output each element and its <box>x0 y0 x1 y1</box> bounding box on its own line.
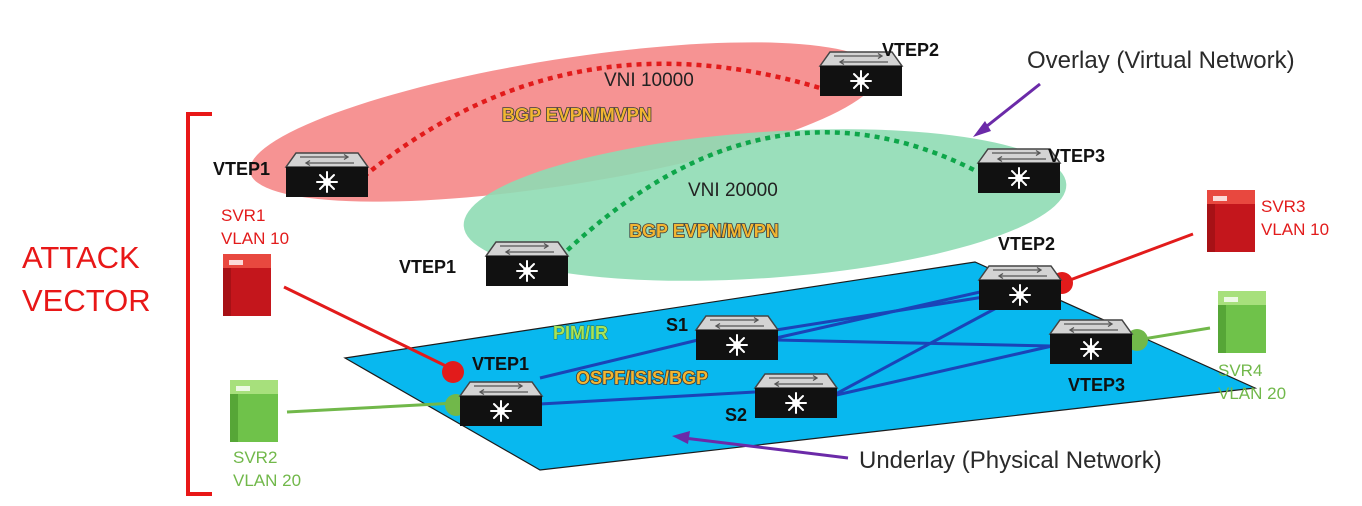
svr2-cable <box>286 401 457 414</box>
underlay-arrowhead <box>672 431 690 444</box>
svr3-name: SVR3 <box>1261 197 1305 216</box>
switch-icon-overlay-vtep1-red <box>285 152 369 198</box>
overlay-arrow <box>981 82 1041 132</box>
svr4-cable <box>1136 326 1211 342</box>
svr1-name: SVR1 <box>221 206 265 225</box>
vni20000-vtep1-label: VTEP1 <box>399 257 456 277</box>
underlay-vtep2-label: VTEP2 <box>998 234 1055 254</box>
overlay-arrowhead <box>973 121 991 137</box>
attack-vector-line2: VECTOR <box>22 283 151 318</box>
vni20000-protocol-label: BGP EVPN/MVPN <box>629 221 779 241</box>
underlay-plane <box>343 261 1258 471</box>
vni10000-vtep1-label: VTEP1 <box>213 159 270 179</box>
underlay-vtep1-label: VTEP1 <box>472 354 529 374</box>
attack-vector-bracket <box>186 112 212 496</box>
switch-icon-underlay-s1 <box>695 315 779 361</box>
server-icon-svr3 <box>1207 190 1255 252</box>
svr1-vlan: VLAN 10 <box>221 229 289 248</box>
server-icon-svr1 <box>223 254 271 316</box>
underlay-s1-label: S1 <box>666 315 688 335</box>
vni10000-protocol-label: BGP EVPN/MVPN <box>502 105 652 125</box>
underlay-s2-label: S2 <box>725 405 747 425</box>
svr1-cable <box>283 285 451 370</box>
svr4-vlan: VLAN 20 <box>1218 384 1286 403</box>
vni20000-vtep3-label: VTEP3 <box>1048 146 1105 166</box>
switch-icon-underlay-s2 <box>754 373 838 419</box>
vni20000-tunnel <box>551 130 980 266</box>
vni10000-tunnel <box>354 61 821 185</box>
switch-icon-overlay-vtep1-green <box>485 241 569 287</box>
vni10000-vtep2-label: VTEP2 <box>882 40 939 60</box>
server-icon-svr2 <box>230 380 278 442</box>
switch-icon-underlay-vtep1 <box>459 381 543 427</box>
svr2-name: SVR2 <box>233 448 277 467</box>
underlay-arrow <box>683 436 849 460</box>
svr3-cable <box>1061 232 1194 285</box>
switch-icon-underlay-vtep3 <box>1049 319 1133 365</box>
underlay-links <box>539 290 1053 406</box>
attack-vector-line1: ATTACK <box>22 240 140 275</box>
vni10000-label: VNI 10000 <box>604 70 694 91</box>
svr4-name: SVR4 <box>1218 361 1262 380</box>
routing-protocol-label: OSPF/ISIS/BGP <box>576 368 708 388</box>
overlay-label: Overlay (Virtual Network) <box>1027 47 1295 74</box>
svr2-vlan: VLAN 20 <box>233 471 301 490</box>
svr1-attach-dot <box>442 361 464 383</box>
svr3-vlan: VLAN 10 <box>1261 220 1329 239</box>
overlay-vni10000-ellipse <box>249 42 879 202</box>
server-icon-svr4 <box>1218 291 1266 353</box>
underlay-vtep3-label: VTEP3 <box>1068 375 1125 395</box>
pim-ir-label: PIM/IR <box>553 323 608 343</box>
underlay-label: Underlay (Physical Network) <box>859 447 1162 474</box>
overlay-vni20000-ellipse <box>463 129 1067 281</box>
vni20000-label: VNI 20000 <box>688 180 778 201</box>
switch-icon-underlay-vtep2 <box>978 265 1062 311</box>
